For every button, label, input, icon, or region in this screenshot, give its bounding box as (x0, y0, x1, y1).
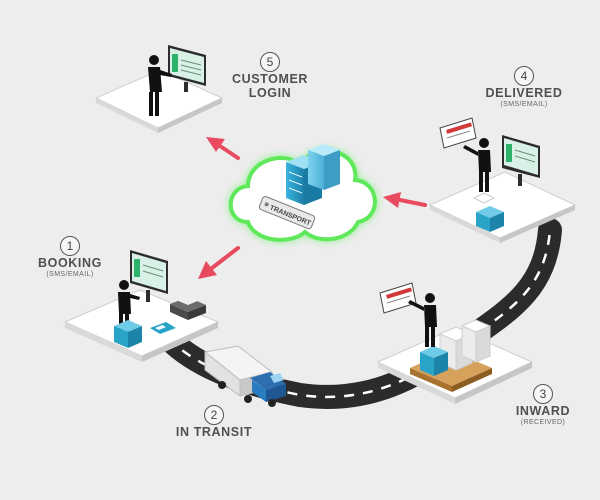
step-label: CUSTOMER (231, 72, 309, 86)
step-customer-login: 5 CUSTOMER LOGIN (222, 52, 318, 100)
step-label-line2: LOGIN (248, 86, 292, 100)
step-sublabel: (SMS/EMAIL) (46, 271, 94, 278)
step-number: 5 (260, 52, 280, 72)
step-number: 4 (514, 66, 534, 86)
arrow-from-delivered-icon (383, 192, 427, 208)
step-label: BOOKING (38, 256, 102, 270)
step-label: INWARD (515, 404, 571, 418)
step-sublabel: (RECEIVED) (520, 419, 566, 426)
step-number: 1 (60, 236, 80, 256)
monitor-icon (130, 250, 168, 302)
person-icon (148, 55, 172, 116)
step-inward: 3 INWARD (RECEIVED) (500, 384, 586, 427)
step-label: IN TRANSIT (175, 425, 253, 439)
step-in-transit: 2 IN TRANSIT (166, 405, 262, 439)
arrow-to-booking-icon (198, 246, 240, 279)
printer-icon (170, 295, 206, 320)
step-sublabel: (SMS/EMAIL) (500, 101, 548, 108)
id-card-icon (150, 322, 176, 334)
sign-card-icon (439, 117, 477, 149)
monitor-icon (502, 135, 540, 186)
platform-delivered (428, 117, 577, 243)
platform-booking (63, 250, 220, 362)
step-number: 3 (533, 384, 553, 404)
arrow-to-customer-icon (206, 137, 240, 160)
person-icon (463, 138, 491, 192)
box-icon (472, 192, 504, 232)
boxes-stack-icon (420, 319, 492, 376)
step-label: DELIVERED (485, 86, 563, 100)
box-icon (114, 320, 142, 348)
platform-customer-login (94, 45, 224, 133)
person-icon (408, 293, 437, 347)
monitor-icon (168, 45, 206, 92)
cloud-server-icon: TRANSPORT (228, 144, 377, 242)
platform-inward (376, 282, 534, 404)
sign-card-icon (379, 282, 417, 314)
truck-icon (203, 345, 286, 407)
step-number: 2 (204, 405, 224, 425)
step-booking: 1 BOOKING (SMS/EMAIL) (30, 236, 110, 279)
server-icon (286, 144, 340, 205)
step-delivered: 4 DELIVERED (SMS/EMAIL) (478, 66, 570, 109)
